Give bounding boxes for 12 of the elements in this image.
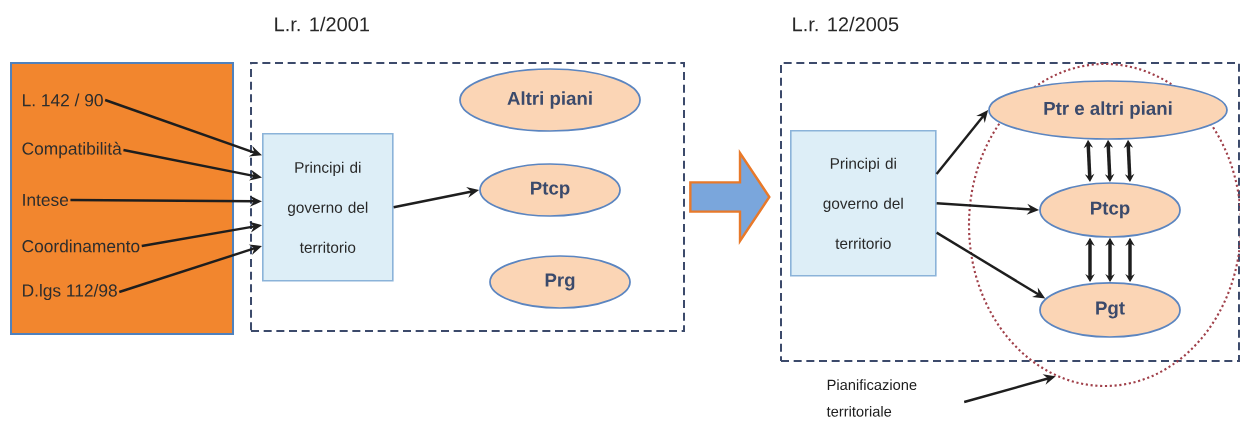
item-label: L. 142 / 90 [23,93,103,107]
note-text: Pianificazione territoriale [826,379,917,417]
block-arrow [689,149,771,245]
process-box: Principi di governo del territorio [790,130,937,277]
panel-box [10,62,234,335]
item-label: Intese [23,193,69,207]
heading: L.r. 12/2005 [793,16,899,32]
item-label: Coordinamento [22,239,140,253]
item-label: D.lgs 112/98 [23,283,117,301]
process-box: Principi di governo del territorio [262,133,394,282]
heading: L.r. 1/2001 [275,16,369,32]
item-label: Compatibilità [22,141,122,159]
